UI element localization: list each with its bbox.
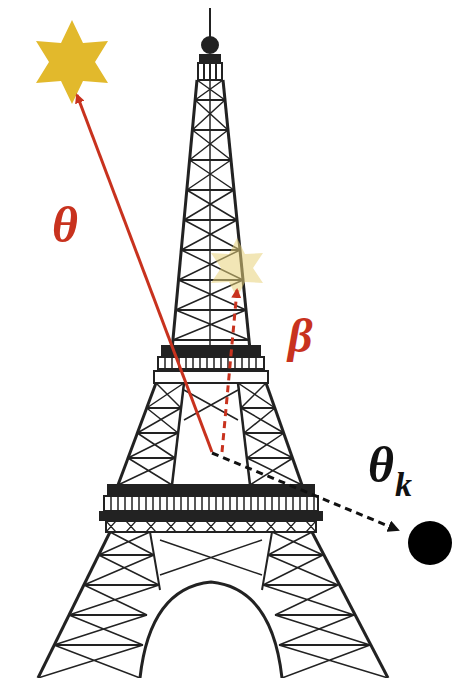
theta-arrow <box>77 95 212 452</box>
theta-label: θ <box>52 200 78 250</box>
eiffel-tower <box>38 8 388 678</box>
theta-k-label: θ <box>368 440 394 490</box>
beta-label: β <box>288 312 313 360</box>
point <box>408 521 452 565</box>
subscript-label: k <box>395 468 412 502</box>
faded-star <box>211 238 263 298</box>
star <box>36 20 108 104</box>
beta-arrow <box>222 290 237 452</box>
